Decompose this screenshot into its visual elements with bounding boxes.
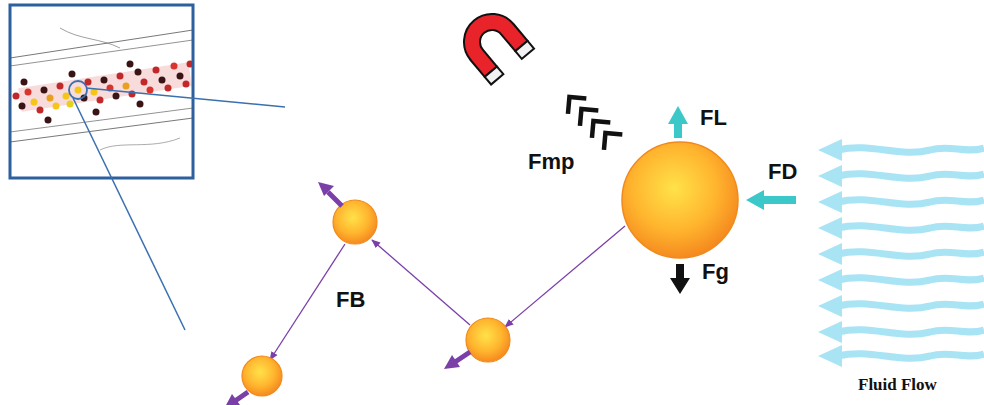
nanoparticles (242, 142, 738, 396)
drag-force-label: FD (768, 160, 797, 184)
fluid-flow-arrows (818, 139, 984, 367)
blood-particles (13, 61, 194, 124)
zoom-line (86, 88, 285, 107)
brownian-path (270, 226, 625, 360)
flow-label: Fluid Flow (858, 376, 937, 395)
force-arrows (668, 106, 796, 294)
magnet-icon (453, 3, 534, 85)
highlight-circle (69, 81, 87, 99)
brownian-force-label: FB (336, 288, 365, 312)
vessel-inset (10, 5, 193, 178)
inset-frame (10, 5, 193, 178)
gravity-force-label: Fg (702, 260, 729, 284)
magnetic-chevrons (560, 89, 622, 150)
brownian-force-arrows (225, 182, 470, 405)
zoom-line (73, 98, 185, 330)
lift-force-label: FL (700, 106, 727, 130)
magnetic-force-label: Fmp (528, 150, 574, 174)
